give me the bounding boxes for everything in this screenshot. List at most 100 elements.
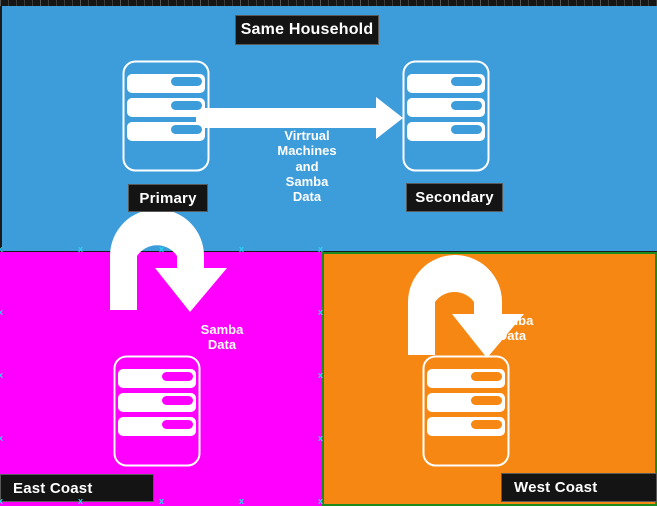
ruler-tick [576,0,577,6]
ruler-tick [512,0,513,6]
ruler-tick [416,0,417,6]
ruler-tick [216,0,217,6]
selection-handle[interactable]: x [158,244,164,254]
label-east-coast[interactable]: East Coast [0,474,154,502]
ruler-tick [112,0,113,6]
ruler-tick [8,0,9,6]
selection-handle[interactable]: x [158,496,164,506]
ruler-tick [296,0,297,6]
ruler-tick [624,0,625,6]
selection-handle[interactable]: x [317,433,323,443]
ruler-tick [448,0,449,6]
ruler-tick [80,0,81,6]
ruler-tick [264,0,265,6]
selection-handle[interactable]: x [77,244,83,254]
selection-handle[interactable]: x [0,244,3,254]
ruler-tick [184,0,185,6]
ruler-tick [584,0,585,6]
selection-handle[interactable]: x [0,496,3,506]
server-icon-primary[interactable] [122,60,210,172]
ruler-tick [568,0,569,6]
ruler-tick [88,0,89,6]
edge-label-vm-samba: Virtrual Machines and Samba Data [251,128,363,205]
ruler-tick [232,0,233,6]
selection-handle[interactable]: x [77,496,83,506]
ruler-tick [176,0,177,6]
ruler-tick [320,0,321,6]
label-primary[interactable]: Primary [128,184,208,212]
ruler-tick [144,0,145,6]
selection-handle[interactable]: x [0,433,3,443]
ruler-tick [248,0,249,6]
ruler-tick [344,0,345,6]
ruler-tick [464,0,465,6]
ruler-tick [72,0,73,6]
ruler-tick [400,0,401,6]
ruler-tick [632,0,633,6]
ruler-tick [200,0,201,6]
ruler-tick [440,0,441,6]
ruler-tick [0,0,1,6]
ruler-bar[interactable] [0,0,657,6]
ruler-tick [152,0,153,6]
selection-handle[interactable]: x [317,307,323,317]
ruler-tick [536,0,537,6]
ruler-tick [128,0,129,6]
label-west-coast[interactable]: West Coast [501,473,657,502]
ruler-tick [48,0,49,6]
label-secondary[interactable]: Secondary [406,183,503,212]
ruler-tick [608,0,609,6]
ruler-tick [560,0,561,6]
ruler-tick [336,0,337,6]
samba-west-line-2: Data [497,328,527,344]
selection-handle[interactable]: x [317,370,323,380]
ruler-tick [224,0,225,6]
samba-east-line-2: Data [207,337,237,353]
ruler-tick [376,0,377,6]
ruler-tick [208,0,209,6]
vm-line-2: Machines [277,143,337,159]
ruler-tick [256,0,257,6]
ruler-tick [368,0,369,6]
ruler-tick [392,0,393,6]
server-icon [402,60,490,172]
selection-handle[interactable]: x [0,370,3,380]
ruler-tick [432,0,433,6]
ruler-tick [520,0,521,6]
vm-line-1: Virtrual [284,128,330,143]
ruler-tick [168,0,169,6]
ruler-tick [24,0,25,6]
selection-handle[interactable]: x [317,496,323,506]
selection-handle[interactable]: x [317,244,323,254]
ruler-tick [528,0,529,6]
ruler-tick [136,0,137,6]
ruler-tick [600,0,601,6]
ruler-tick [488,0,489,6]
selection-handle[interactable]: x [0,307,3,317]
selection-handle[interactable]: x [238,496,244,506]
edge-label-samba-data-west: Samba Data [456,313,568,344]
selection-handle[interactable]: x [238,244,244,254]
ruler-tick [40,0,41,6]
samba-west-line-1: Samba [490,313,534,328]
ruler-tick [96,0,97,6]
vm-line-3: and [295,158,319,174]
ruler-tick [328,0,329,6]
ruler-tick [592,0,593,6]
label-same-household[interactable]: Same Household [235,15,379,45]
server-icon [113,355,201,467]
ruler-tick [280,0,281,6]
server-icon-west-storage[interactable] [422,355,510,467]
ruler-tick [288,0,289,6]
server-icon [122,60,210,172]
vm-line-4: Samba [285,173,329,189]
server-icon-secondary[interactable] [402,60,490,172]
ruler-tick [648,0,649,6]
ruler-tick [304,0,305,6]
ruler-tick [384,0,385,6]
ruler-tick [120,0,121,6]
ruler-tick [504,0,505,6]
server-icon [422,355,510,467]
server-icon-east-storage[interactable] [113,355,201,467]
